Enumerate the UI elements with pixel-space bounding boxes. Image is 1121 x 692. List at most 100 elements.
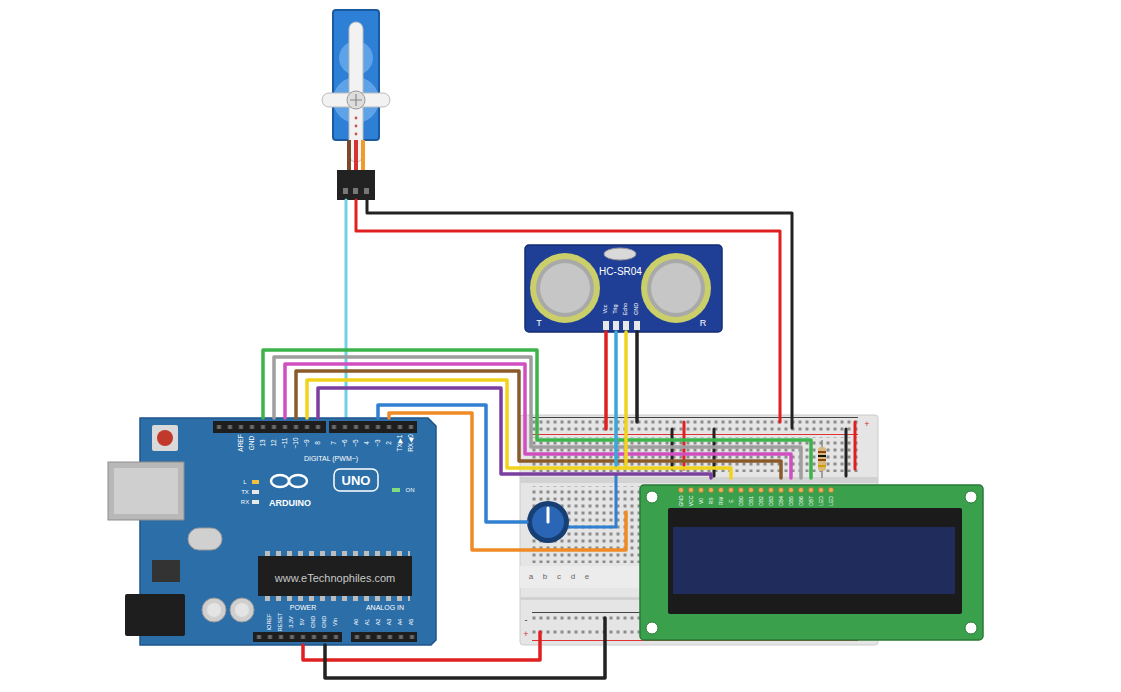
led-label: ON xyxy=(406,487,415,493)
power-jack xyxy=(125,594,185,636)
arduino-board: AREFGND1312~11~10~987~6~54~32TX▶1RX◀0DIG… xyxy=(140,418,436,645)
jumper-wire xyxy=(274,357,801,478)
servo-cable xyxy=(347,140,351,172)
jumper-wire xyxy=(671,429,674,469)
jumper-wire xyxy=(303,632,540,660)
pin-label: ~3 xyxy=(375,439,382,446)
pin-label: DB2 xyxy=(759,496,764,506)
horn-screw xyxy=(350,94,362,106)
logo-symbol xyxy=(271,475,289,487)
pin-label: A3 xyxy=(387,619,393,626)
sensor-pin xyxy=(634,321,640,330)
header-title: DIGITAL (PWM~) xyxy=(304,455,358,462)
pin-label: 2 xyxy=(386,441,393,445)
pin-label: TX▶1 xyxy=(397,435,404,452)
row-letter: c xyxy=(557,573,561,581)
chip-pins xyxy=(262,596,410,601)
lcd-display: GNDVCCV0RSRWEDB0DB1DB2DB3DB4DB5DB6DB7LED… xyxy=(640,485,983,640)
pin-label: DB4 xyxy=(779,496,784,506)
pin-label: A2 xyxy=(376,619,382,626)
pot-body xyxy=(527,501,569,543)
pin-label: DB3 xyxy=(769,496,774,506)
pin-label: A5 xyxy=(409,619,415,626)
ground-wire xyxy=(367,200,792,428)
servo-wires xyxy=(346,200,792,428)
jumper-wire xyxy=(296,371,781,478)
led xyxy=(252,500,259,504)
led xyxy=(252,480,259,484)
header-title: ANALOG IN xyxy=(366,604,404,611)
pin-label: GND xyxy=(679,495,684,506)
resistor-body xyxy=(818,447,826,471)
pin-label: 5V xyxy=(300,619,306,626)
pin-label: DB0 xyxy=(739,496,744,506)
arduino-body xyxy=(108,418,436,645)
pin-label: GND xyxy=(249,436,256,450)
jumper-wire xyxy=(566,475,616,527)
pin-label: AREF xyxy=(238,434,245,451)
crystal xyxy=(604,248,636,260)
horn-hole xyxy=(355,117,358,120)
pin-label: RS xyxy=(709,498,714,505)
servo-horn xyxy=(322,93,390,107)
pin-label: VCC xyxy=(689,496,694,507)
servo-connector xyxy=(337,170,375,200)
mount-hole xyxy=(965,491,977,503)
lcd-body xyxy=(640,485,983,640)
resistor-symbol xyxy=(818,440,826,478)
microcontroller-chip xyxy=(258,556,412,596)
capacitor-top xyxy=(207,603,221,617)
row-letter: d xyxy=(571,573,575,581)
resistor-band xyxy=(818,465,826,467)
pot-dial xyxy=(532,506,564,538)
jumper-wire xyxy=(318,388,711,478)
horn-hole xyxy=(355,125,358,128)
transducer xyxy=(647,259,705,317)
signal-wire xyxy=(345,200,348,421)
jumper-wire xyxy=(325,618,605,678)
pin-label: LED xyxy=(829,496,834,506)
pin-label: 12 xyxy=(271,439,278,446)
watermark: www.eTechnophiles.com xyxy=(275,573,395,584)
row-letter: a xyxy=(529,573,533,581)
usb-port xyxy=(108,462,184,520)
side-marking: T xyxy=(536,319,542,328)
pot-knob xyxy=(547,508,550,522)
pin-label: ~11 xyxy=(282,438,289,449)
horn-hole xyxy=(355,133,358,136)
pin-label: ~6 xyxy=(342,439,349,446)
lcd-screen xyxy=(673,527,955,594)
jumper-wire xyxy=(378,405,527,522)
potentiometer xyxy=(527,501,569,543)
pin-label: DB5 xyxy=(789,496,794,506)
pin-label: RW xyxy=(719,497,724,505)
servo-cable xyxy=(361,140,365,172)
header-title: POWER xyxy=(290,604,316,611)
pin-header xyxy=(253,632,342,642)
crystal xyxy=(188,528,222,550)
jumper-wire xyxy=(845,429,848,476)
board-model: UNO xyxy=(342,474,371,487)
jumper-wire xyxy=(635,332,639,422)
pin-label: Vcc xyxy=(603,304,609,313)
capacitor-top xyxy=(235,603,249,617)
transducer-mesh xyxy=(540,263,590,313)
pin-label: DB6 xyxy=(799,496,804,506)
rail-holes xyxy=(532,420,858,432)
sensor-pin xyxy=(603,321,609,330)
resistor-band xyxy=(818,451,826,453)
pin-label: A4 xyxy=(398,619,404,626)
reset-button xyxy=(157,430,173,446)
lcd-pads xyxy=(676,486,836,494)
ultrasonic-sensor: HC-SR04VccTrigEchoGNDTR xyxy=(525,245,722,332)
led xyxy=(252,490,259,494)
sensor-pin xyxy=(623,321,629,330)
horn-hub xyxy=(347,91,365,109)
rail-line xyxy=(532,434,858,435)
board-brand: ARDUINO xyxy=(269,499,311,508)
voltage-regulator xyxy=(152,560,180,582)
sensor-board xyxy=(525,245,722,332)
logo-symbol xyxy=(289,475,307,487)
pin-label: ~9 xyxy=(304,439,311,446)
pin-label: 7 xyxy=(331,441,338,445)
